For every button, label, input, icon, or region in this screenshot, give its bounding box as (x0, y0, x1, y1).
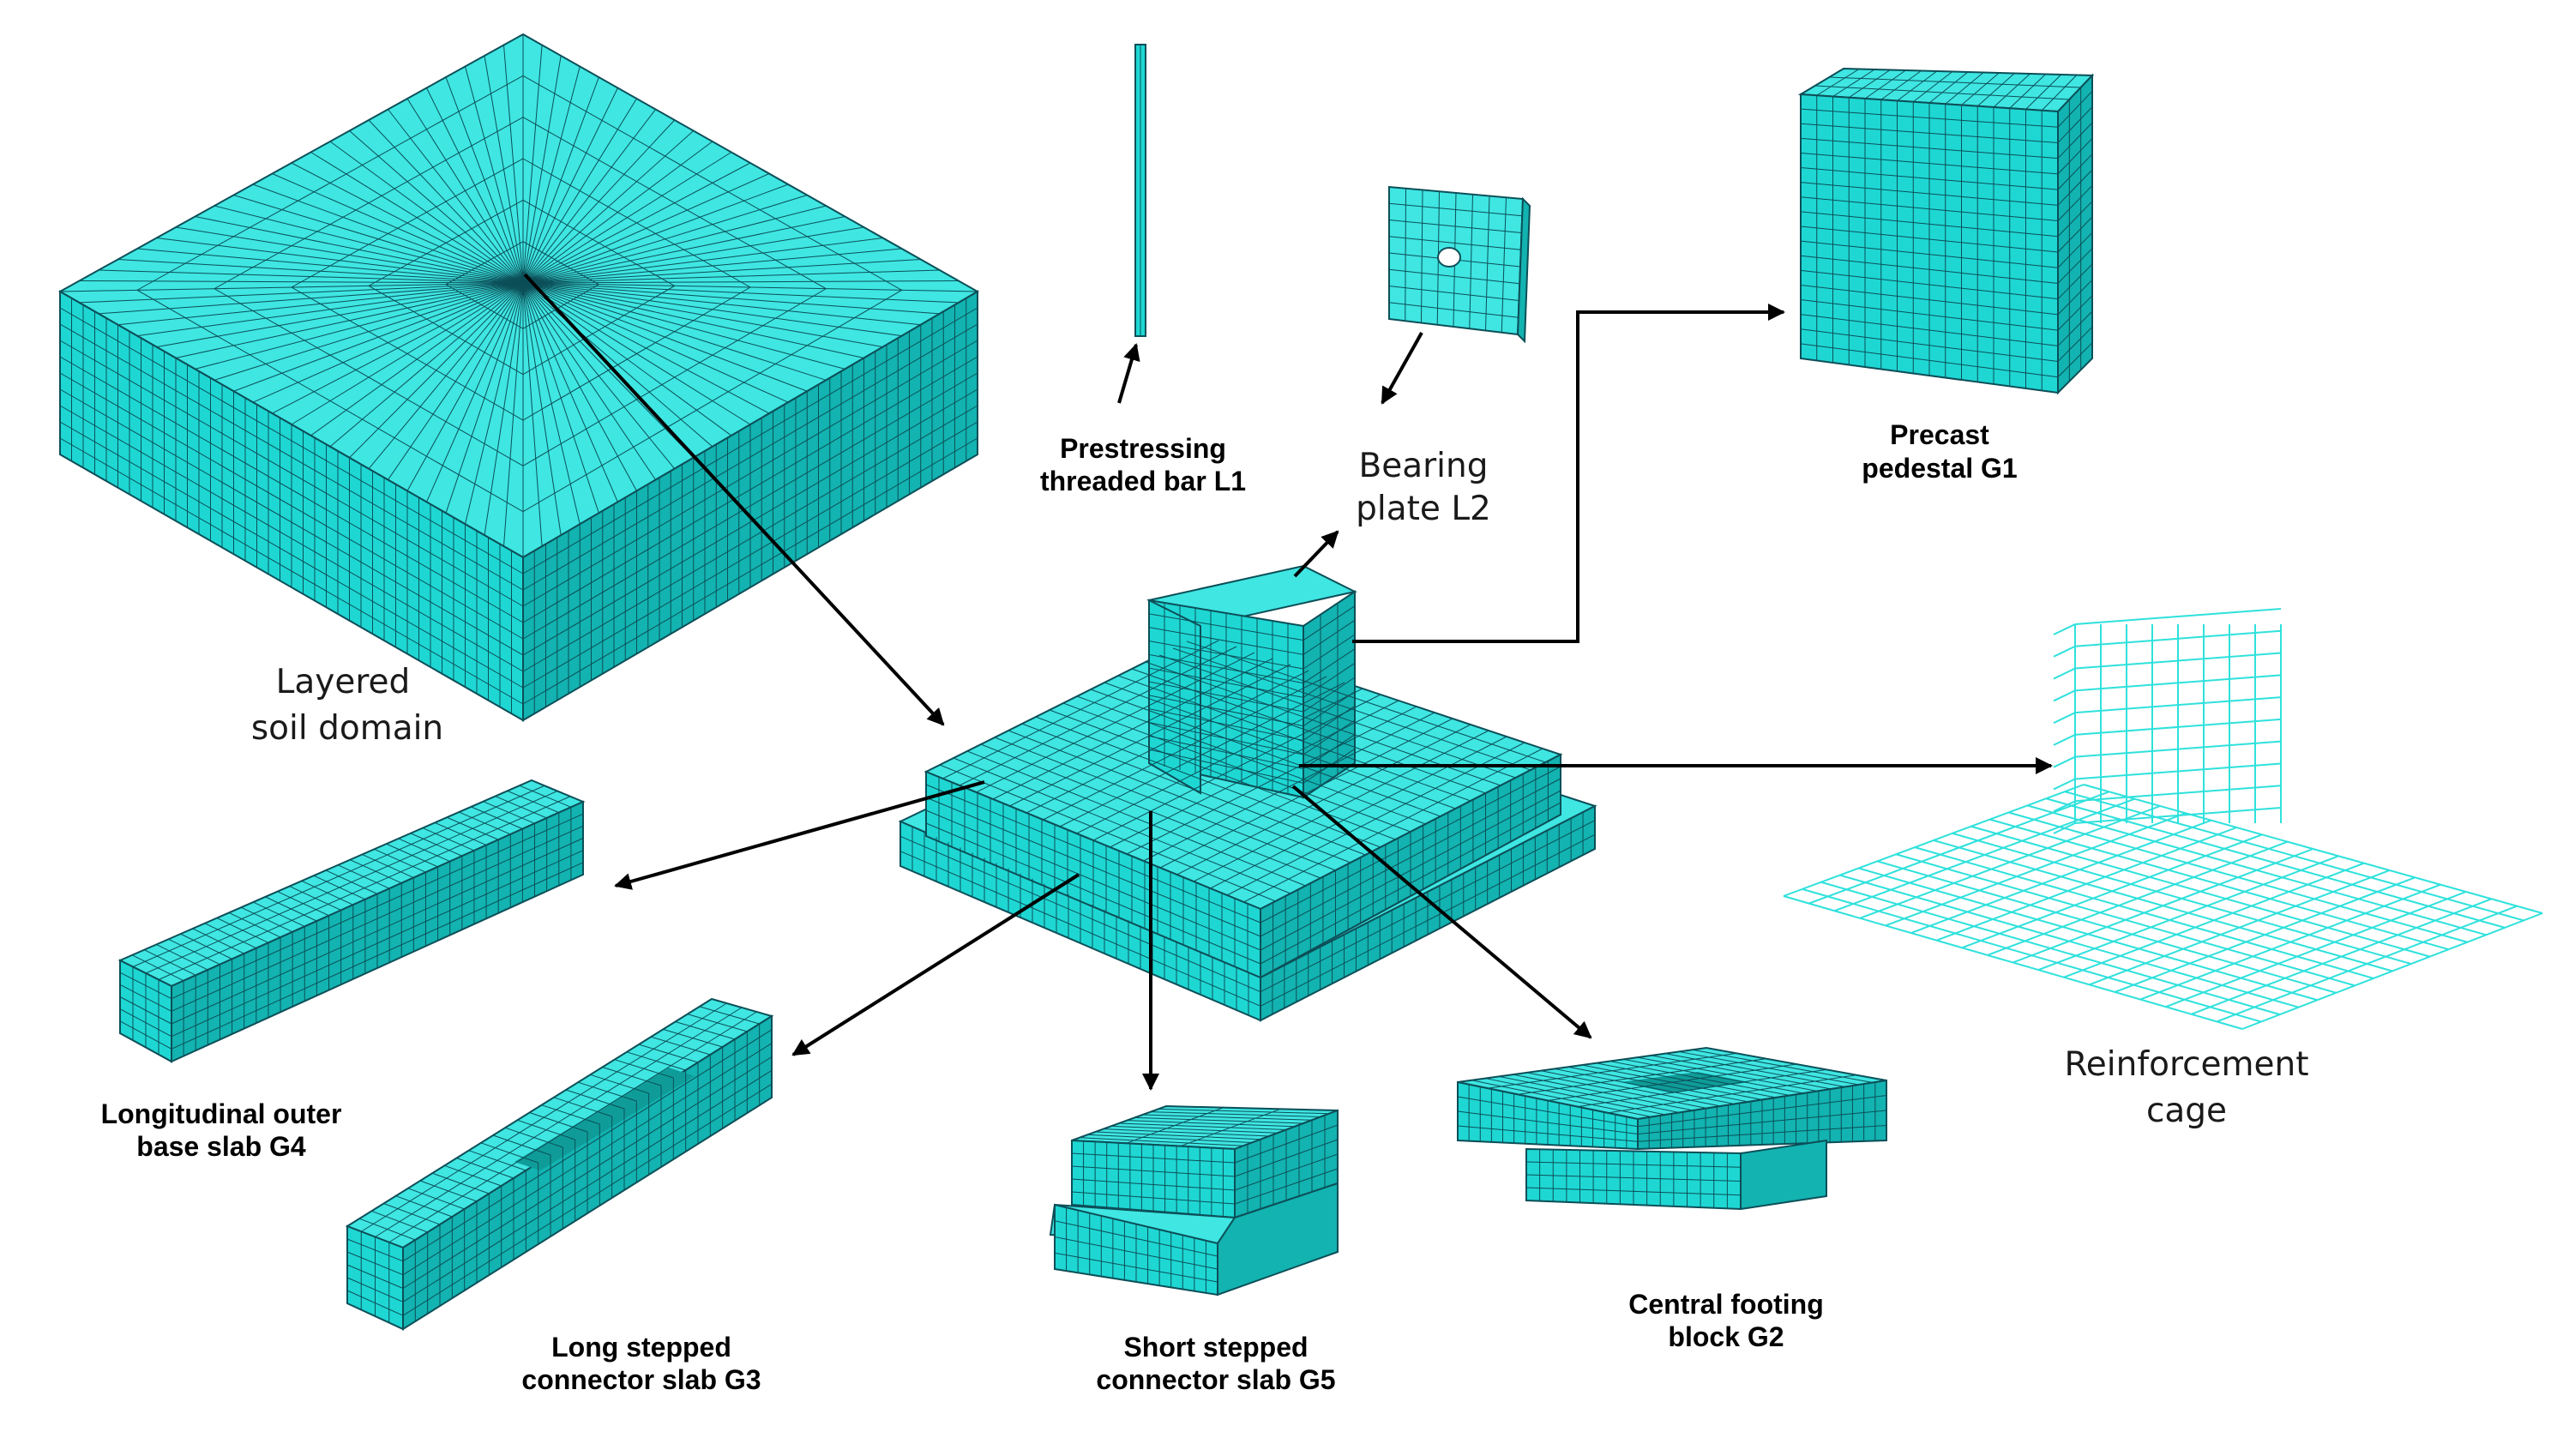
precast-pedestal-part (1797, 67, 2095, 395)
g4-label-line2: base slab G4 (136, 1131, 306, 1162)
g3-label-line1: Long stepped (551, 1332, 731, 1363)
soil-label-line1: Layered (276, 663, 411, 701)
pedestal-label-line1: Precast (1890, 419, 1989, 450)
arrow-bar (1117, 343, 1140, 404)
assembled-foundation-part (898, 564, 1597, 1022)
arrow-g2 (1291, 785, 1592, 1039)
arrow-g3 (791, 873, 1080, 1056)
plate-label-line1: Bearing (1359, 447, 1489, 485)
arrow-plate-from (1381, 332, 1423, 405)
connector-slab-g3-part (345, 997, 774, 1331)
cage-label-line1: Reinforcement (2064, 1045, 2308, 1084)
g3-label-line2: connector slab G3 (521, 1364, 761, 1395)
connector-slab-g5-part (1049, 1104, 1339, 1297)
layered-soil-domain-part (57, 33, 980, 722)
arrow-plate-to (1293, 530, 1339, 578)
g4-label-line1: Longitudinal outer (101, 1098, 342, 1129)
connector-arrows (523, 273, 2053, 1091)
labels: Layered soil domain Prestressing threade… (101, 419, 2309, 1395)
g2-label-line2: block G2 (1668, 1321, 1784, 1352)
g5-label-line1: Short stepped (1123, 1332, 1308, 1363)
soil-label-line2: soil domain (251, 709, 443, 748)
bar-label-line1: Prestressing (1060, 433, 1226, 464)
pedestal-label-line2: pedestal G1 (1862, 453, 2017, 484)
arrow-g4 (614, 780, 985, 890)
prestressing-bar-part (1134, 44, 1146, 337)
bearing-plate-part (1388, 185, 1531, 344)
g5-label-line2: connector slab G5 (1096, 1364, 1335, 1395)
base-slab-g4-part (117, 779, 586, 1063)
central-footing-g2-part (1457, 1046, 1887, 1211)
cage-label-line2: cage (2146, 1092, 2227, 1130)
g2-label-line1: Central footing (1628, 1289, 1824, 1320)
bar-label-line2: threaded bar L1 (1040, 466, 1246, 496)
plate-label-line2: plate L2 (1356, 490, 1491, 528)
arrow-soil (523, 273, 945, 726)
arrow-pedestal (1352, 304, 1785, 643)
reinforcement-cage-part (1783, 608, 2543, 1030)
